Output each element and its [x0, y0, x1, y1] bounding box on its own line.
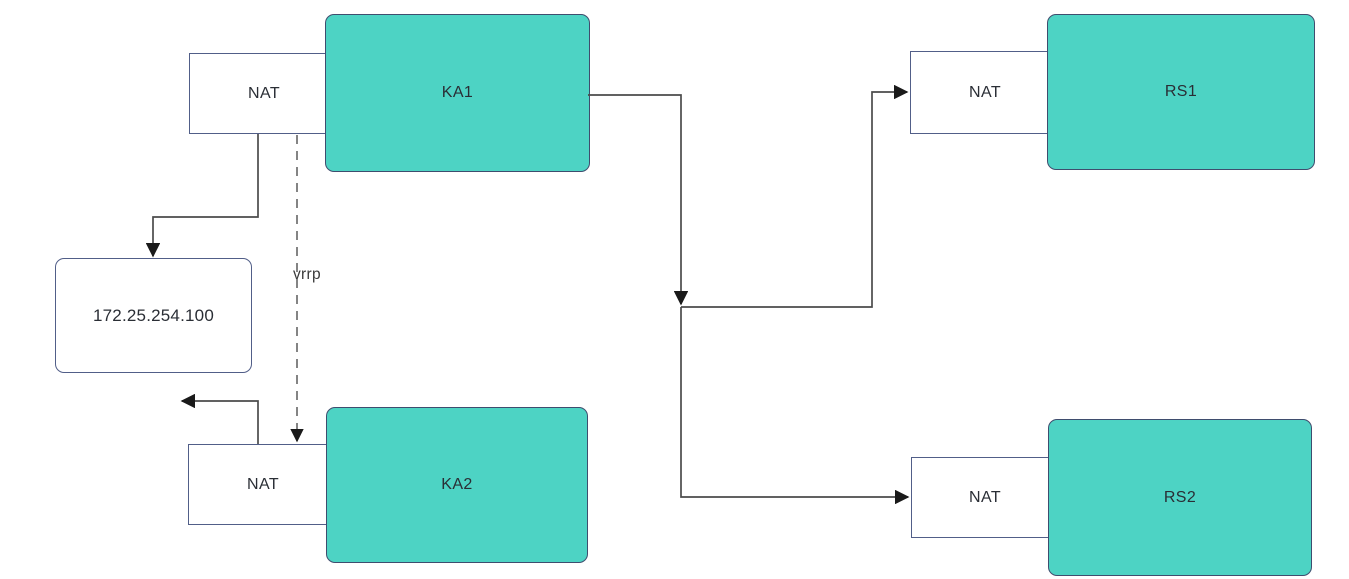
- nat-box-rs2: NAT: [911, 457, 1059, 538]
- vrrp-edge-label: vrrp: [293, 266, 321, 283]
- node-ka1: KA1: [325, 14, 590, 172]
- node-ka1-label: KA1: [441, 84, 474, 101]
- nat-box-rs1-label: NAT: [968, 83, 1001, 101]
- node-rs2: RS2: [1048, 419, 1312, 576]
- node-rs1: RS1: [1047, 14, 1315, 170]
- node-rs1-label: RS1: [1164, 83, 1198, 100]
- edge-ka1-to-junction: [588, 94, 689, 306]
- node-ka2: KA2: [326, 407, 588, 563]
- vip-address-label: 172.25.254.100: [93, 305, 214, 325]
- nat-box-rs2-label: NAT: [968, 488, 1001, 506]
- nat-box-ka1-label: NAT: [247, 84, 280, 102]
- vip-address-box: 172.25.254.100: [55, 258, 252, 373]
- nat-box-ka1: NAT: [189, 53, 339, 134]
- edge-junction-to-natrs2: [680, 307, 910, 505]
- nat-box-rs1: NAT: [910, 51, 1060, 134]
- edge-junction-to-natrs1: [681, 84, 909, 308]
- node-ka2-label: KA2: [441, 476, 473, 493]
- edge-natka1-to-vip: [145, 134, 259, 258]
- nat-box-ka2: NAT: [188, 444, 338, 525]
- nat-box-ka2-label: NAT: [246, 475, 279, 493]
- edge-natka2-to-vip: [180, 393, 259, 444]
- node-rs2-label: RS2: [1163, 488, 1197, 506]
